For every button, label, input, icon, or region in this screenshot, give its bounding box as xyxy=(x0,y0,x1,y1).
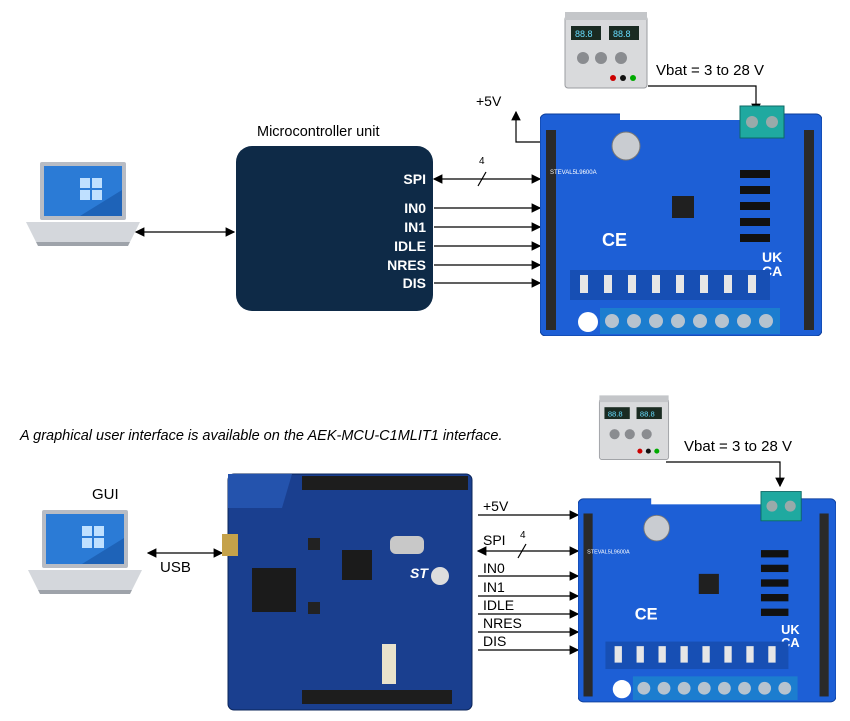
svg-text:UK: UK xyxy=(762,249,782,265)
evaluation-board-image-bottom: STEVAL5L9600A CE UK CA xyxy=(578,486,836,703)
signal-idle: IDLE xyxy=(394,238,426,254)
signal-in1: IN1 xyxy=(404,219,426,235)
power-supply-image-top: 88.8 88.8 xyxy=(564,12,648,89)
signal-in0-bottom: IN0 xyxy=(483,560,505,576)
vbat-label-bottom: Vbat = 3 to 28 V xyxy=(684,438,792,455)
mcu-title: Microcontroller unit xyxy=(257,124,380,140)
signal-in0: IN0 xyxy=(404,200,426,216)
mcu-box xyxy=(236,146,433,311)
signal-nres-bottom: NRES xyxy=(483,615,522,631)
usb-label: USB xyxy=(160,559,191,576)
svg-text:88.8: 88.8 xyxy=(613,29,631,39)
evaluation-board-image-top: STEVAL5L9600A CE UK CA xyxy=(540,100,822,336)
svg-text:ST: ST xyxy=(410,565,429,581)
gui-label: GUI xyxy=(92,486,119,503)
plus5v-label: +5V xyxy=(476,93,502,109)
signal-spi: SPI xyxy=(403,171,426,187)
laptop-image-bottom xyxy=(28,510,142,594)
svg-text:88.8: 88.8 xyxy=(608,409,623,418)
spi-bus-width-bottom: 4 xyxy=(520,530,526,541)
svg-text:88.8: 88.8 xyxy=(575,29,593,39)
svg-text:88.8: 88.8 xyxy=(640,409,655,418)
signal-spi-bottom: SPI xyxy=(483,532,506,548)
gui-caption: A graphical user interface is available … xyxy=(20,428,503,444)
svg-text:CE: CE xyxy=(602,230,627,250)
controller-board-image: ST xyxy=(222,473,473,711)
svg-text:STEVAL5L9600A: STEVAL5L9600A xyxy=(587,550,630,556)
signal-nres: NRES xyxy=(387,257,426,273)
svg-text:UK: UK xyxy=(781,622,800,637)
laptop-image-top xyxy=(26,162,140,246)
spi-bus-width: 4 xyxy=(479,156,485,167)
power-supply-image-bottom: 88.8 88.8 xyxy=(598,395,670,460)
signal-idle-bottom: IDLE xyxy=(483,597,515,613)
svg-text:STEVAL5L9600A: STEVAL5L9600A xyxy=(550,170,597,176)
signal-dis: DIS xyxy=(402,275,426,291)
signal-5v-bottom: +5V xyxy=(483,498,509,514)
svg-text:CE: CE xyxy=(635,606,658,624)
vbat-label-top: Vbat = 3 to 28 V xyxy=(656,62,764,79)
signal-in1-bottom: IN1 xyxy=(483,579,505,595)
signal-dis-bottom: DIS xyxy=(483,633,507,649)
